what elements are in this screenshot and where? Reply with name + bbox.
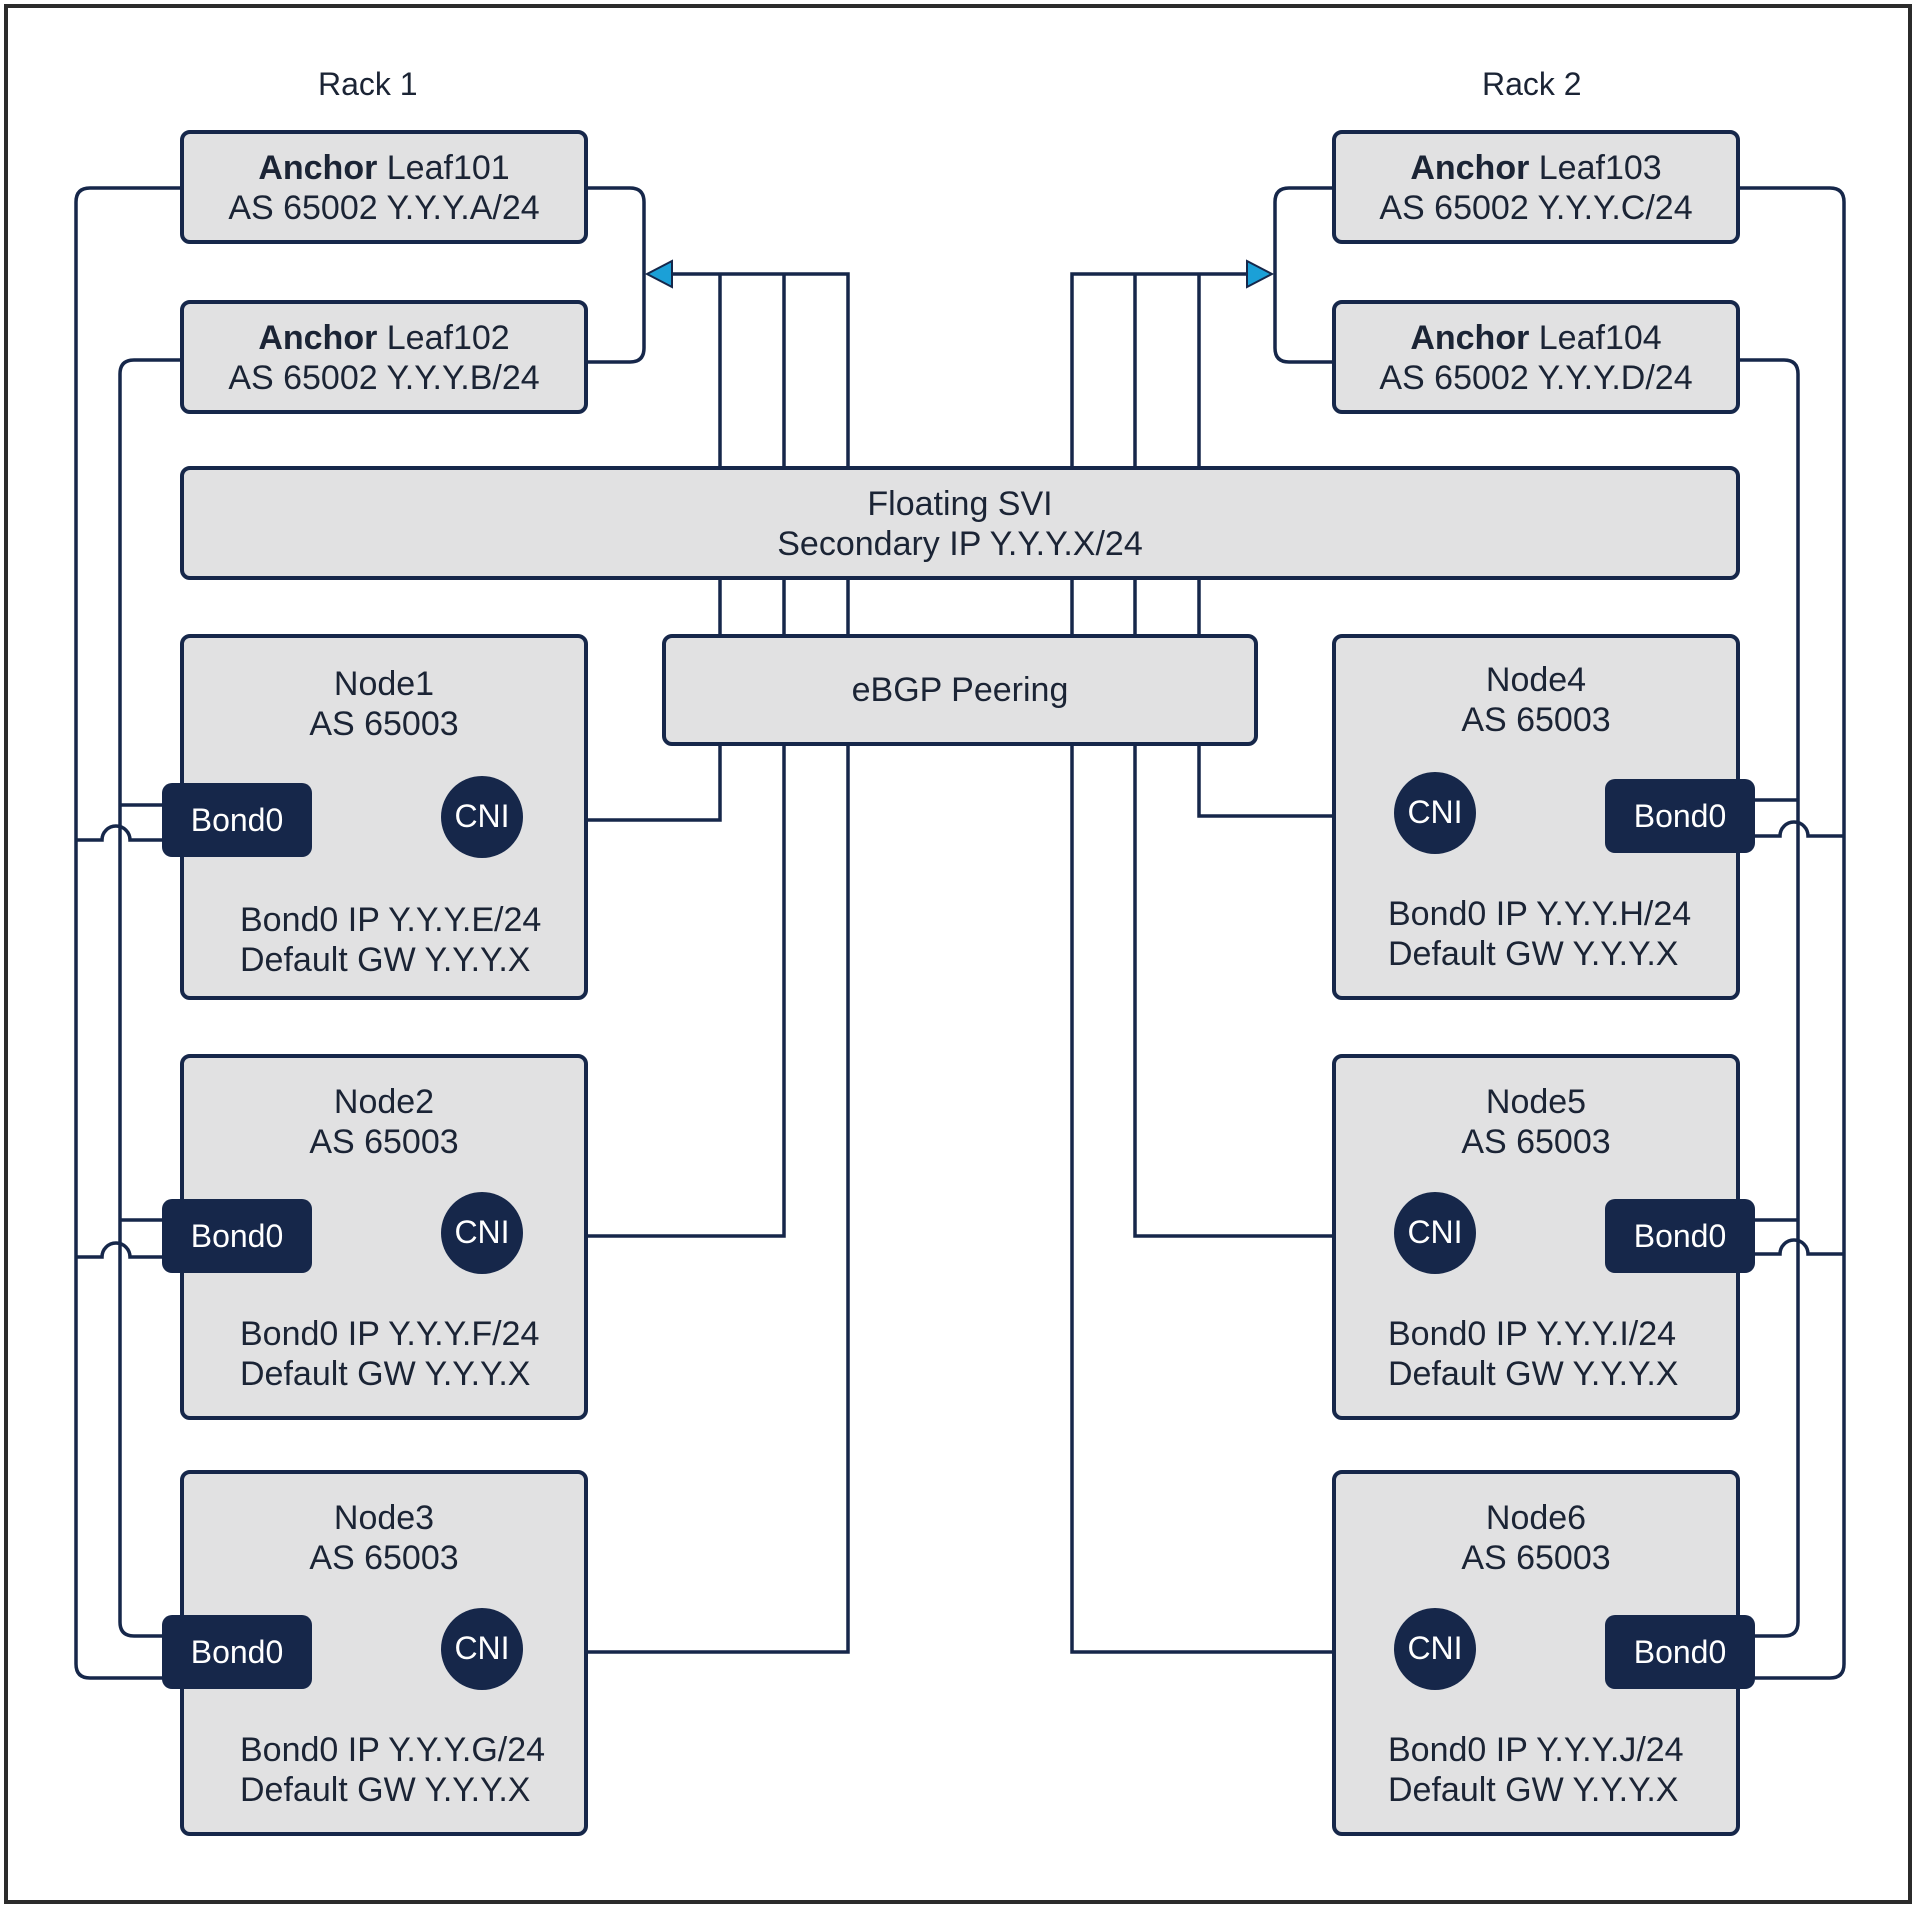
leaf-104-anchor: Anchor: [1410, 319, 1530, 357]
node-5-ip: Bond0 IP Y.Y.Y.I/24: [1388, 1315, 1677, 1353]
node-6-cni: CNI: [1394, 1608, 1476, 1690]
node-2-ip: Bond0 IP Y.Y.Y.F/24: [240, 1315, 540, 1353]
leaf-102-name: Leaf102: [386, 319, 510, 357]
node-2-cni: CNI: [441, 1192, 523, 1274]
node-1-gw: Default GW Y.Y.Y.X: [240, 941, 531, 979]
node-3-as: AS 65003: [309, 1539, 459, 1577]
leaf-103-anchor: Anchor: [1410, 149, 1530, 187]
node-4-ip: Bond0 IP Y.Y.Y.H/24: [1388, 895, 1692, 933]
svi-ip: Secondary IP Y.Y.Y.X/24: [777, 525, 1143, 563]
node-6-name: Node6: [1485, 1499, 1587, 1537]
node-2-name: Node2: [333, 1083, 435, 1121]
leaf-101-as: AS 65002 Y.Y.Y.A/24: [228, 189, 540, 227]
node-3-ip: Bond0 IP Y.Y.Y.G/24: [240, 1731, 546, 1769]
node-5-name: Node5: [1485, 1083, 1587, 1121]
rack-1-label: Rack 1: [318, 66, 418, 102]
node-3-cni: CNI: [441, 1608, 523, 1690]
node-1-name: Node1: [333, 665, 435, 703]
node-2-gw: Default GW Y.Y.Y.X: [240, 1355, 531, 1393]
leaf-102-as: AS 65002 Y.Y.Y.B/24: [228, 359, 540, 397]
node-1-bond0: Bond0: [162, 783, 312, 857]
leaf-104: Anchor Leaf104 AS 65002 Y.Y.Y.D/24: [1332, 300, 1740, 414]
leaf-103-name: Leaf103: [1538, 149, 1662, 187]
leaf-101-name: Leaf101: [386, 149, 510, 187]
leaf-103-as: AS 65002 Y.Y.Y.C/24: [1379, 189, 1693, 227]
rack-2-label: Rack 2: [1482, 66, 1582, 102]
node-4-bond0: Bond0: [1605, 779, 1755, 853]
leaf-101-anchor: Anchor: [258, 149, 378, 187]
node-4-gw: Default GW Y.Y.Y.X: [1388, 935, 1679, 973]
node-3-bond0: Bond0: [162, 1615, 312, 1689]
node-3-name: Node3: [333, 1499, 435, 1537]
leaf-104-as: AS 65002 Y.Y.Y.D/24: [1379, 359, 1693, 397]
node-2-bond0: Bond0: [162, 1199, 312, 1273]
node-5-as: AS 65003: [1461, 1123, 1611, 1161]
node-2-as: AS 65003: [309, 1123, 459, 1161]
node-1-as: AS 65003: [309, 705, 459, 743]
node-4-name: Node4: [1485, 661, 1587, 699]
node-5-bond0: Bond0: [1605, 1199, 1755, 1273]
floating-svi: Floating SVI Secondary IP Y.Y.Y.X/24: [180, 466, 1740, 580]
node-4-as: AS 65003: [1461, 701, 1611, 739]
node-5-cni: CNI: [1394, 1192, 1476, 1274]
leaf-102-anchor: Anchor: [258, 319, 378, 357]
node-4-cni: CNI: [1394, 772, 1476, 854]
svi-title: Floating SVI: [867, 485, 1053, 523]
node-6-gw: Default GW Y.Y.Y.X: [1388, 1771, 1679, 1809]
node-3-gw: Default GW Y.Y.Y.X: [240, 1771, 531, 1809]
leaf-104-name: Leaf104: [1538, 319, 1662, 357]
node-6-as: AS 65003: [1461, 1539, 1611, 1577]
leaf-103: Anchor Leaf103 AS 65002 Y.Y.Y.C/24: [1332, 130, 1740, 244]
leaf-102: Anchor Leaf102 AS 65002 Y.Y.Y.B/24: [180, 300, 588, 414]
node-5-gw: Default GW Y.Y.Y.X: [1388, 1355, 1679, 1393]
node-6-bond0: Bond0: [1605, 1615, 1755, 1689]
diagram-frame: [4, 4, 1912, 1904]
node-1-ip: Bond0 IP Y.Y.Y.E/24: [240, 901, 542, 939]
leaf-101: Anchor Leaf101 AS 65002 Y.Y.Y.A/24: [180, 130, 588, 244]
node-1-cni: CNI: [441, 776, 523, 858]
node-1: Node1 AS 65003 Bond0 IP Y.Y.Y.E/24 Defau…: [180, 634, 588, 1000]
node-6-ip: Bond0 IP Y.Y.Y.J/24: [1388, 1731, 1684, 1769]
ebgp-peering: eBGP Peering: [662, 634, 1258, 746]
